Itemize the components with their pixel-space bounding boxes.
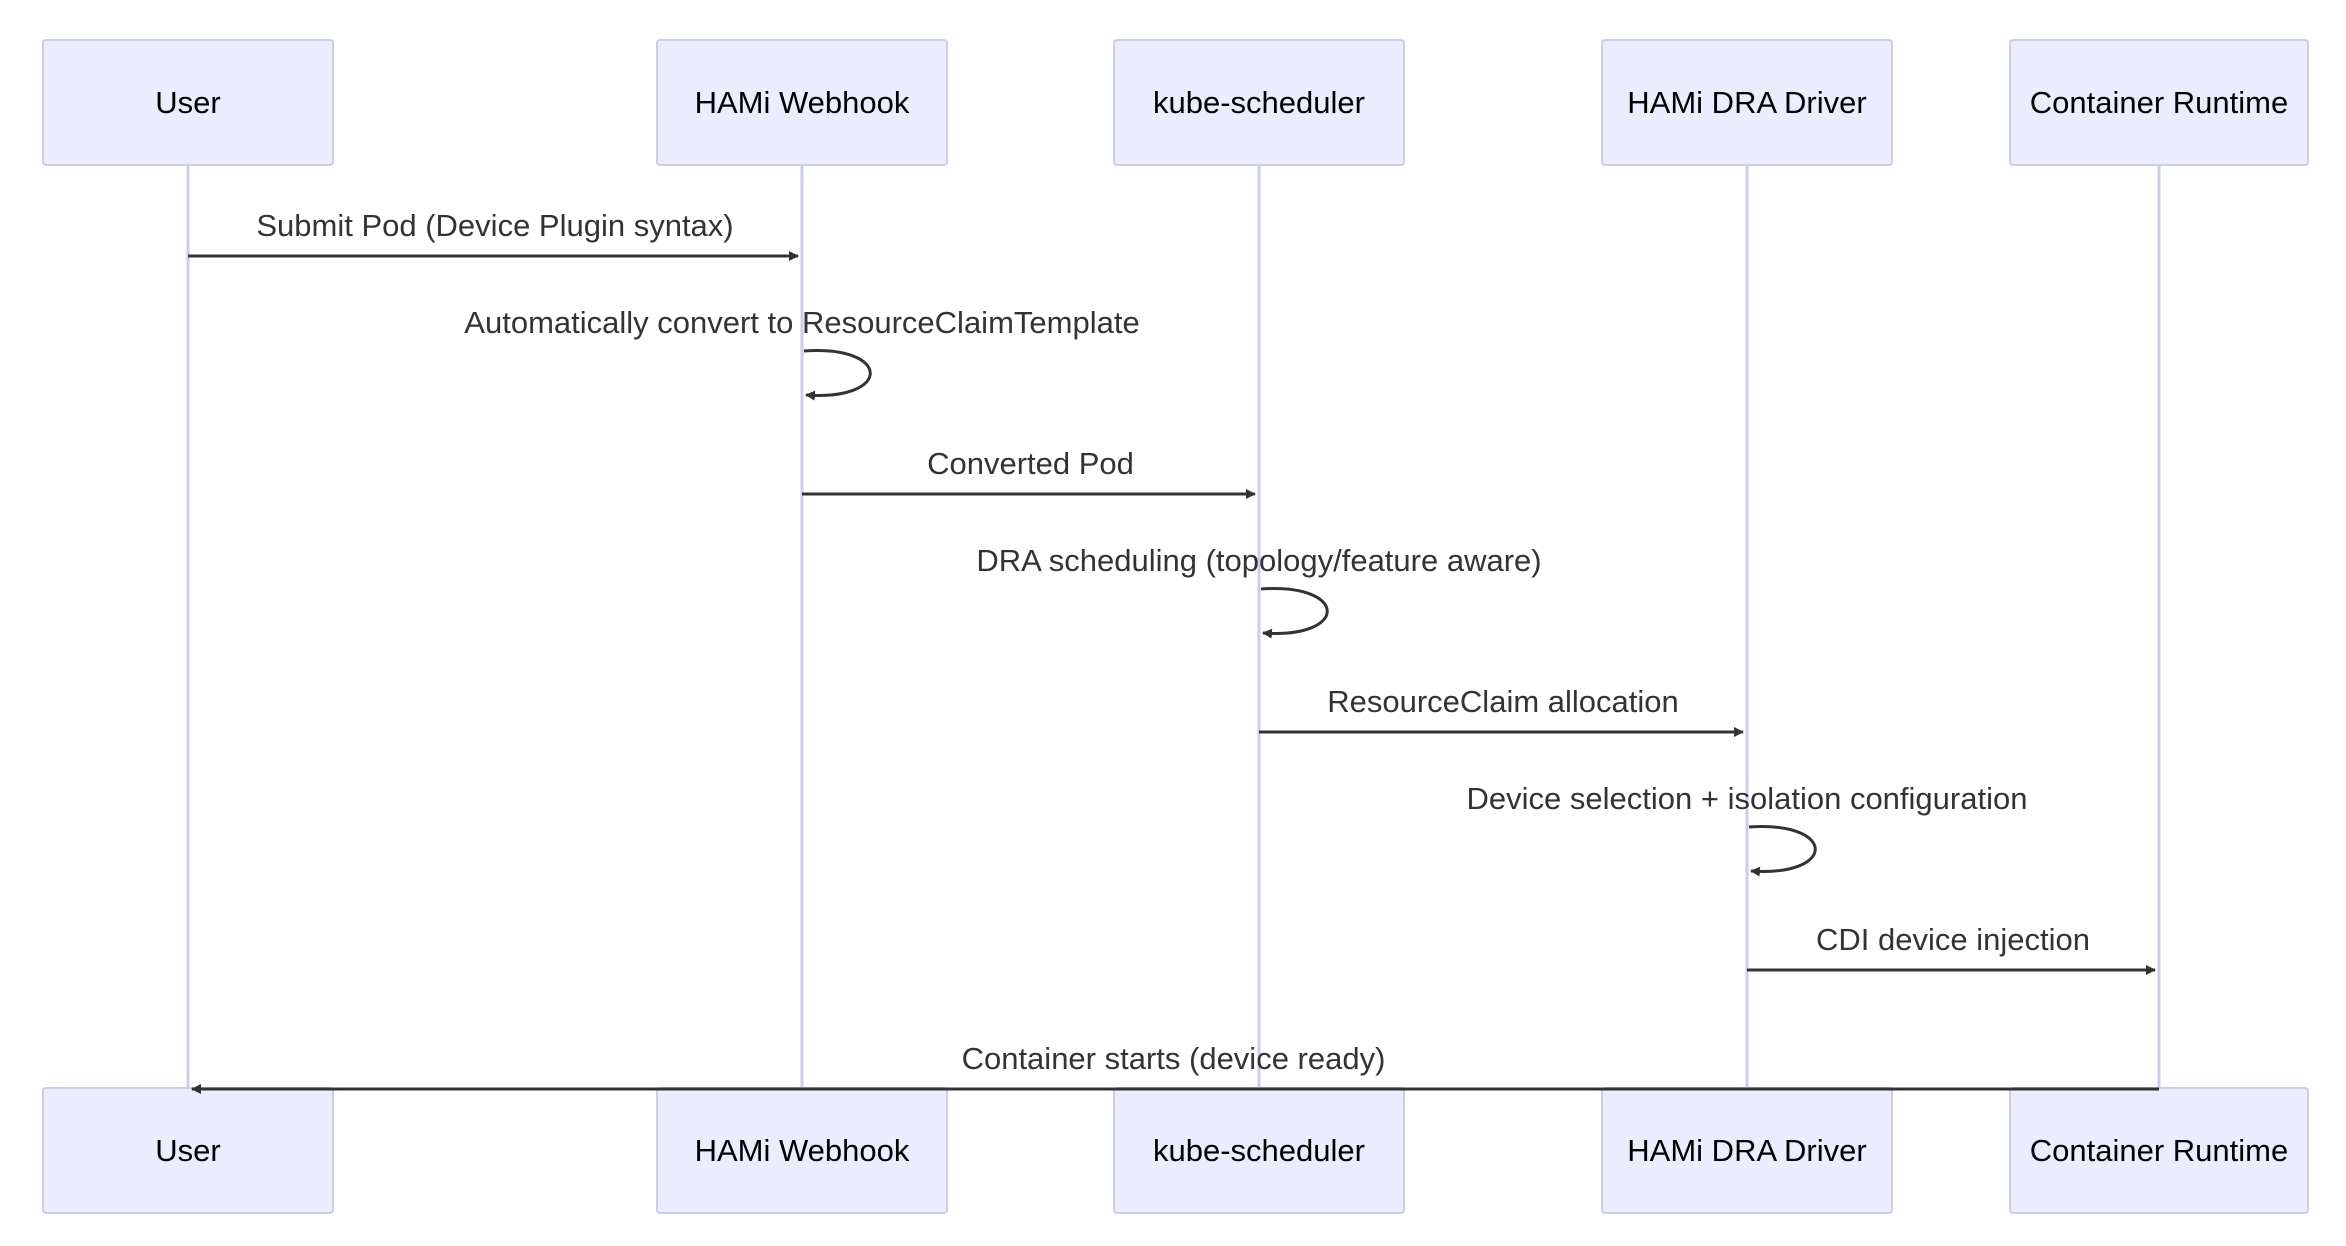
actor-label: User — [155, 85, 220, 120]
self-loop-arrow — [1748, 825, 1817, 877]
actor-user-bottom: User — [42, 1087, 334, 1214]
actor-label: HAMi Webhook — [695, 1133, 910, 1168]
message-label: Automatically convert to ResourceClaimTe… — [464, 305, 1139, 340]
message-label: DRA scheduling (topology/feature aware) — [976, 543, 1541, 578]
actor-label: kube-scheduler — [1153, 85, 1365, 120]
actor-label: Container Runtime — [2030, 85, 2288, 120]
actor-user-top: User — [42, 39, 334, 166]
actor-runtime-top: Container Runtime — [2009, 39, 2309, 166]
actor-label: HAMi DRA Driver — [1627, 1133, 1866, 1168]
actor-runtime-bottom: Container Runtime — [2009, 1087, 2309, 1214]
actor-box — [1601, 39, 1893, 166]
actor-box — [42, 39, 334, 166]
message-8: Container starts (device ready) — [191, 1041, 2159, 1094]
message-label: Container starts (device ready) — [962, 1041, 1386, 1076]
actor-webhook-top: HAMi Webhook — [656, 39, 948, 166]
message-7: CDI device injection — [1747, 922, 2156, 975]
actor-driver-top: HAMi DRA Driver — [1601, 39, 1893, 166]
actor-label: User — [155, 1133, 220, 1168]
message-1: Submit Pod (Device Plugin syntax) — [188, 208, 799, 261]
message-label: Converted Pod — [927, 446, 1134, 481]
message-3: Converted Pod — [802, 446, 1256, 499]
self-loop-arrow — [1260, 587, 1329, 639]
self-loop-arrow — [803, 349, 872, 401]
actor-label: HAMi DRA Driver — [1627, 85, 1866, 120]
actor-webhook-bottom: HAMi Webhook — [656, 1087, 948, 1214]
message-label: CDI device injection — [1816, 922, 2090, 957]
message-label: Submit Pod (Device Plugin syntax) — [256, 208, 733, 243]
actor-box — [42, 1087, 334, 1214]
actor-box — [1113, 39, 1405, 166]
message-5: ResourceClaim allocation — [1259, 684, 1744, 737]
actor-label: Container Runtime — [2030, 1133, 2288, 1168]
message-label: ResourceClaim allocation — [1327, 684, 1679, 719]
messages: Submit Pod (Device Plugin syntax) Automat… — [188, 208, 2159, 1094]
actor-scheduler-bottom: kube-scheduler — [1113, 1087, 1405, 1214]
actors-bottom: User HAMi Webhook kube-scheduler HAMi DRA D… — [42, 1087, 2309, 1214]
message-2: Automatically convert to ResourceClaimTe… — [464, 305, 1140, 401]
message-label: Device selection + isolation configurati… — [1467, 781, 2028, 816]
message-4: DRA scheduling (topology/feature aware) — [976, 543, 1542, 639]
actor-box — [2009, 39, 2309, 166]
actor-driver-bottom: HAMi DRA Driver — [1601, 1087, 1893, 1214]
lifelines — [186, 165, 2161, 1088]
actor-label: HAMi Webhook — [695, 85, 910, 120]
actor-scheduler-top: kube-scheduler — [1113, 39, 1405, 166]
actor-box — [656, 39, 948, 166]
actor-label: kube-scheduler — [1153, 1133, 1365, 1168]
actors-top: User HAMi Webhook kube-scheduler HAMi DRA D… — [42, 39, 2309, 166]
message-6: Device selection + isolation configurati… — [1467, 781, 2028, 877]
